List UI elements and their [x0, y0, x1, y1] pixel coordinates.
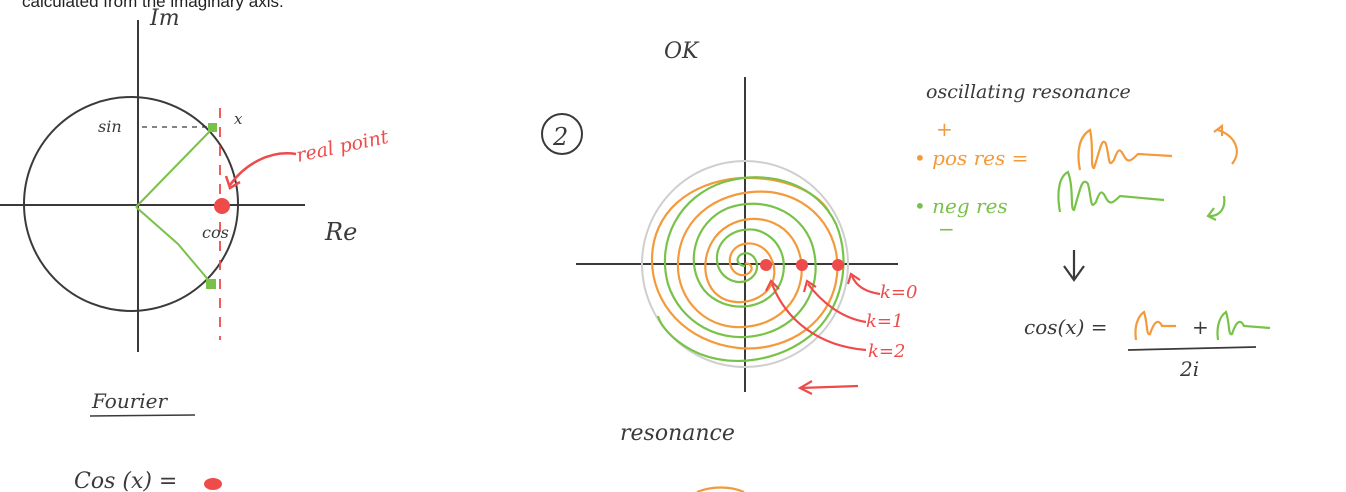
arrow-k0 [850, 275, 881, 296]
red-dot-k2 [760, 259, 772, 271]
re-label: Re [324, 218, 357, 246]
formula-denominator: 2i [1179, 357, 1199, 381]
im-label: Im [149, 6, 180, 31]
oscillating-label: oscillating resonance [926, 81, 1131, 103]
number-circle [541, 113, 583, 155]
neg-res-label: • neg res [914, 194, 1008, 218]
green-point-bottom [206, 279, 216, 289]
plus-sign: + [936, 117, 953, 141]
formula-fraction-bar [1127, 346, 1257, 351]
cos-equation-dot [204, 478, 222, 490]
cos-formula-lhs: cos(x) = [1024, 315, 1108, 339]
number-label: 2 [552, 123, 568, 151]
resonance-notes: oscillating resonance + • pos res = • ne… [914, 81, 1271, 381]
pos-res-wave [1077, 128, 1173, 171]
k2-label: k=2 [868, 341, 905, 362]
right-spiral-diagram: OK 2 k=0 k=1 k=2 resona [541, 39, 917, 492]
red-dot-k1 [796, 259, 808, 271]
left-unit-circle-diagram: Im Re sin x cos real point Fourier Cos (… [0, 6, 391, 492]
neg-res-wave [1057, 170, 1165, 213]
resonance-label: resonance [620, 421, 735, 446]
real-point-dot [214, 198, 230, 214]
ok-label: OK [664, 39, 700, 64]
real-point-arrow [228, 152, 297, 186]
arrow-k1 [807, 283, 867, 324]
red-dot-k0 [832, 259, 844, 271]
green-spiral [656, 176, 845, 362]
down-arrow [1063, 250, 1085, 282]
pos-res-curl [1217, 128, 1238, 165]
sin-label: sin [98, 117, 122, 136]
vector-up [135, 127, 214, 208]
cos-equation: Cos (x) = [74, 469, 177, 492]
gray-boundary-circle [641, 160, 849, 368]
direction-arrow [799, 384, 859, 390]
formula-orange-wave [1134, 310, 1176, 341]
formula-green-wave [1216, 310, 1271, 341]
x-label: x [234, 110, 243, 128]
cos-label: cos [202, 223, 229, 242]
green-point-top [208, 123, 217, 132]
formula-plus: + [1192, 315, 1209, 339]
orange-fragment [696, 486, 745, 492]
k1-label: k=1 [866, 311, 903, 332]
unit-circle [23, 96, 239, 312]
arrow-k2 [770, 283, 867, 352]
vector-down [135, 206, 212, 284]
k0-label: k=0 [880, 282, 917, 303]
neg-res-curl [1209, 195, 1226, 218]
fourier-label: Fourier [91, 389, 168, 413]
orange-spiral [650, 176, 839, 350]
caption-text: calculated from the imaginary axis. [22, 0, 284, 11]
real-point-text: real point [294, 126, 390, 167]
minus-sign: − [938, 217, 955, 241]
fourier-underline [89, 414, 196, 417]
pos-res-label: • pos res = [914, 146, 1028, 170]
real-point-label: real point [294, 126, 390, 167]
